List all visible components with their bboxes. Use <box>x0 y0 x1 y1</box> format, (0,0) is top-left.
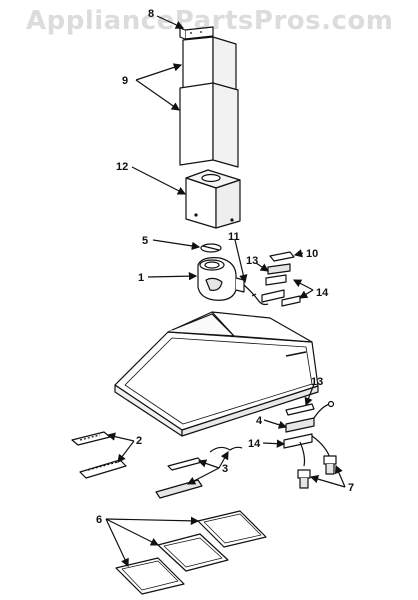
part-12-blower-box <box>185 169 241 229</box>
callout-3: 3 <box>222 463 228 475</box>
callout-1: 1 <box>138 272 144 284</box>
part-6-grease-filter <box>115 510 267 595</box>
callout-13-upper: 13 <box>246 255 258 267</box>
part-13-switch-upper <box>265 263 291 286</box>
callout-13-lower: 13 <box>311 376 323 388</box>
callout-4: 4 <box>256 415 263 427</box>
callout-labels: 8 9 12 5 1 11 10 13 14 13 4 14 2 3 7 6 <box>96 8 354 526</box>
part-9-lower-chimney <box>179 82 239 168</box>
part-4-circuit-board <box>285 400 335 433</box>
callout-2: 2 <box>136 435 142 447</box>
callout-11: 11 <box>228 231 240 243</box>
part-1-blower-motor <box>197 257 245 301</box>
part-14-board-lower <box>283 433 331 467</box>
part-13-switch-lower <box>285 403 315 416</box>
callout-12: 12 <box>116 161 128 173</box>
callout-5: 5 <box>142 235 148 247</box>
callout-14-lower: 14 <box>248 438 261 450</box>
callout-14-upper: 14 <box>316 287 329 299</box>
part-7-leveling-foot <box>297 455 337 489</box>
part-3-lamp-holder <box>155 446 243 499</box>
part-5-damper <box>200 243 222 253</box>
callout-8: 8 <box>148 8 154 20</box>
callout-7: 7 <box>348 482 354 494</box>
part-11-wire <box>243 284 269 306</box>
callout-10: 10 <box>306 248 318 260</box>
leader-lines <box>105 15 346 568</box>
part-2-light-lens <box>71 431 127 479</box>
part-14-board-upper <box>251 289 301 307</box>
range-hood-canopy <box>114 311 319 437</box>
callout-9: 9 <box>122 75 128 87</box>
part-10-control-module <box>269 251 295 262</box>
callout-6: 6 <box>96 514 102 526</box>
part-8-chimney-bracket <box>179 26 214 40</box>
